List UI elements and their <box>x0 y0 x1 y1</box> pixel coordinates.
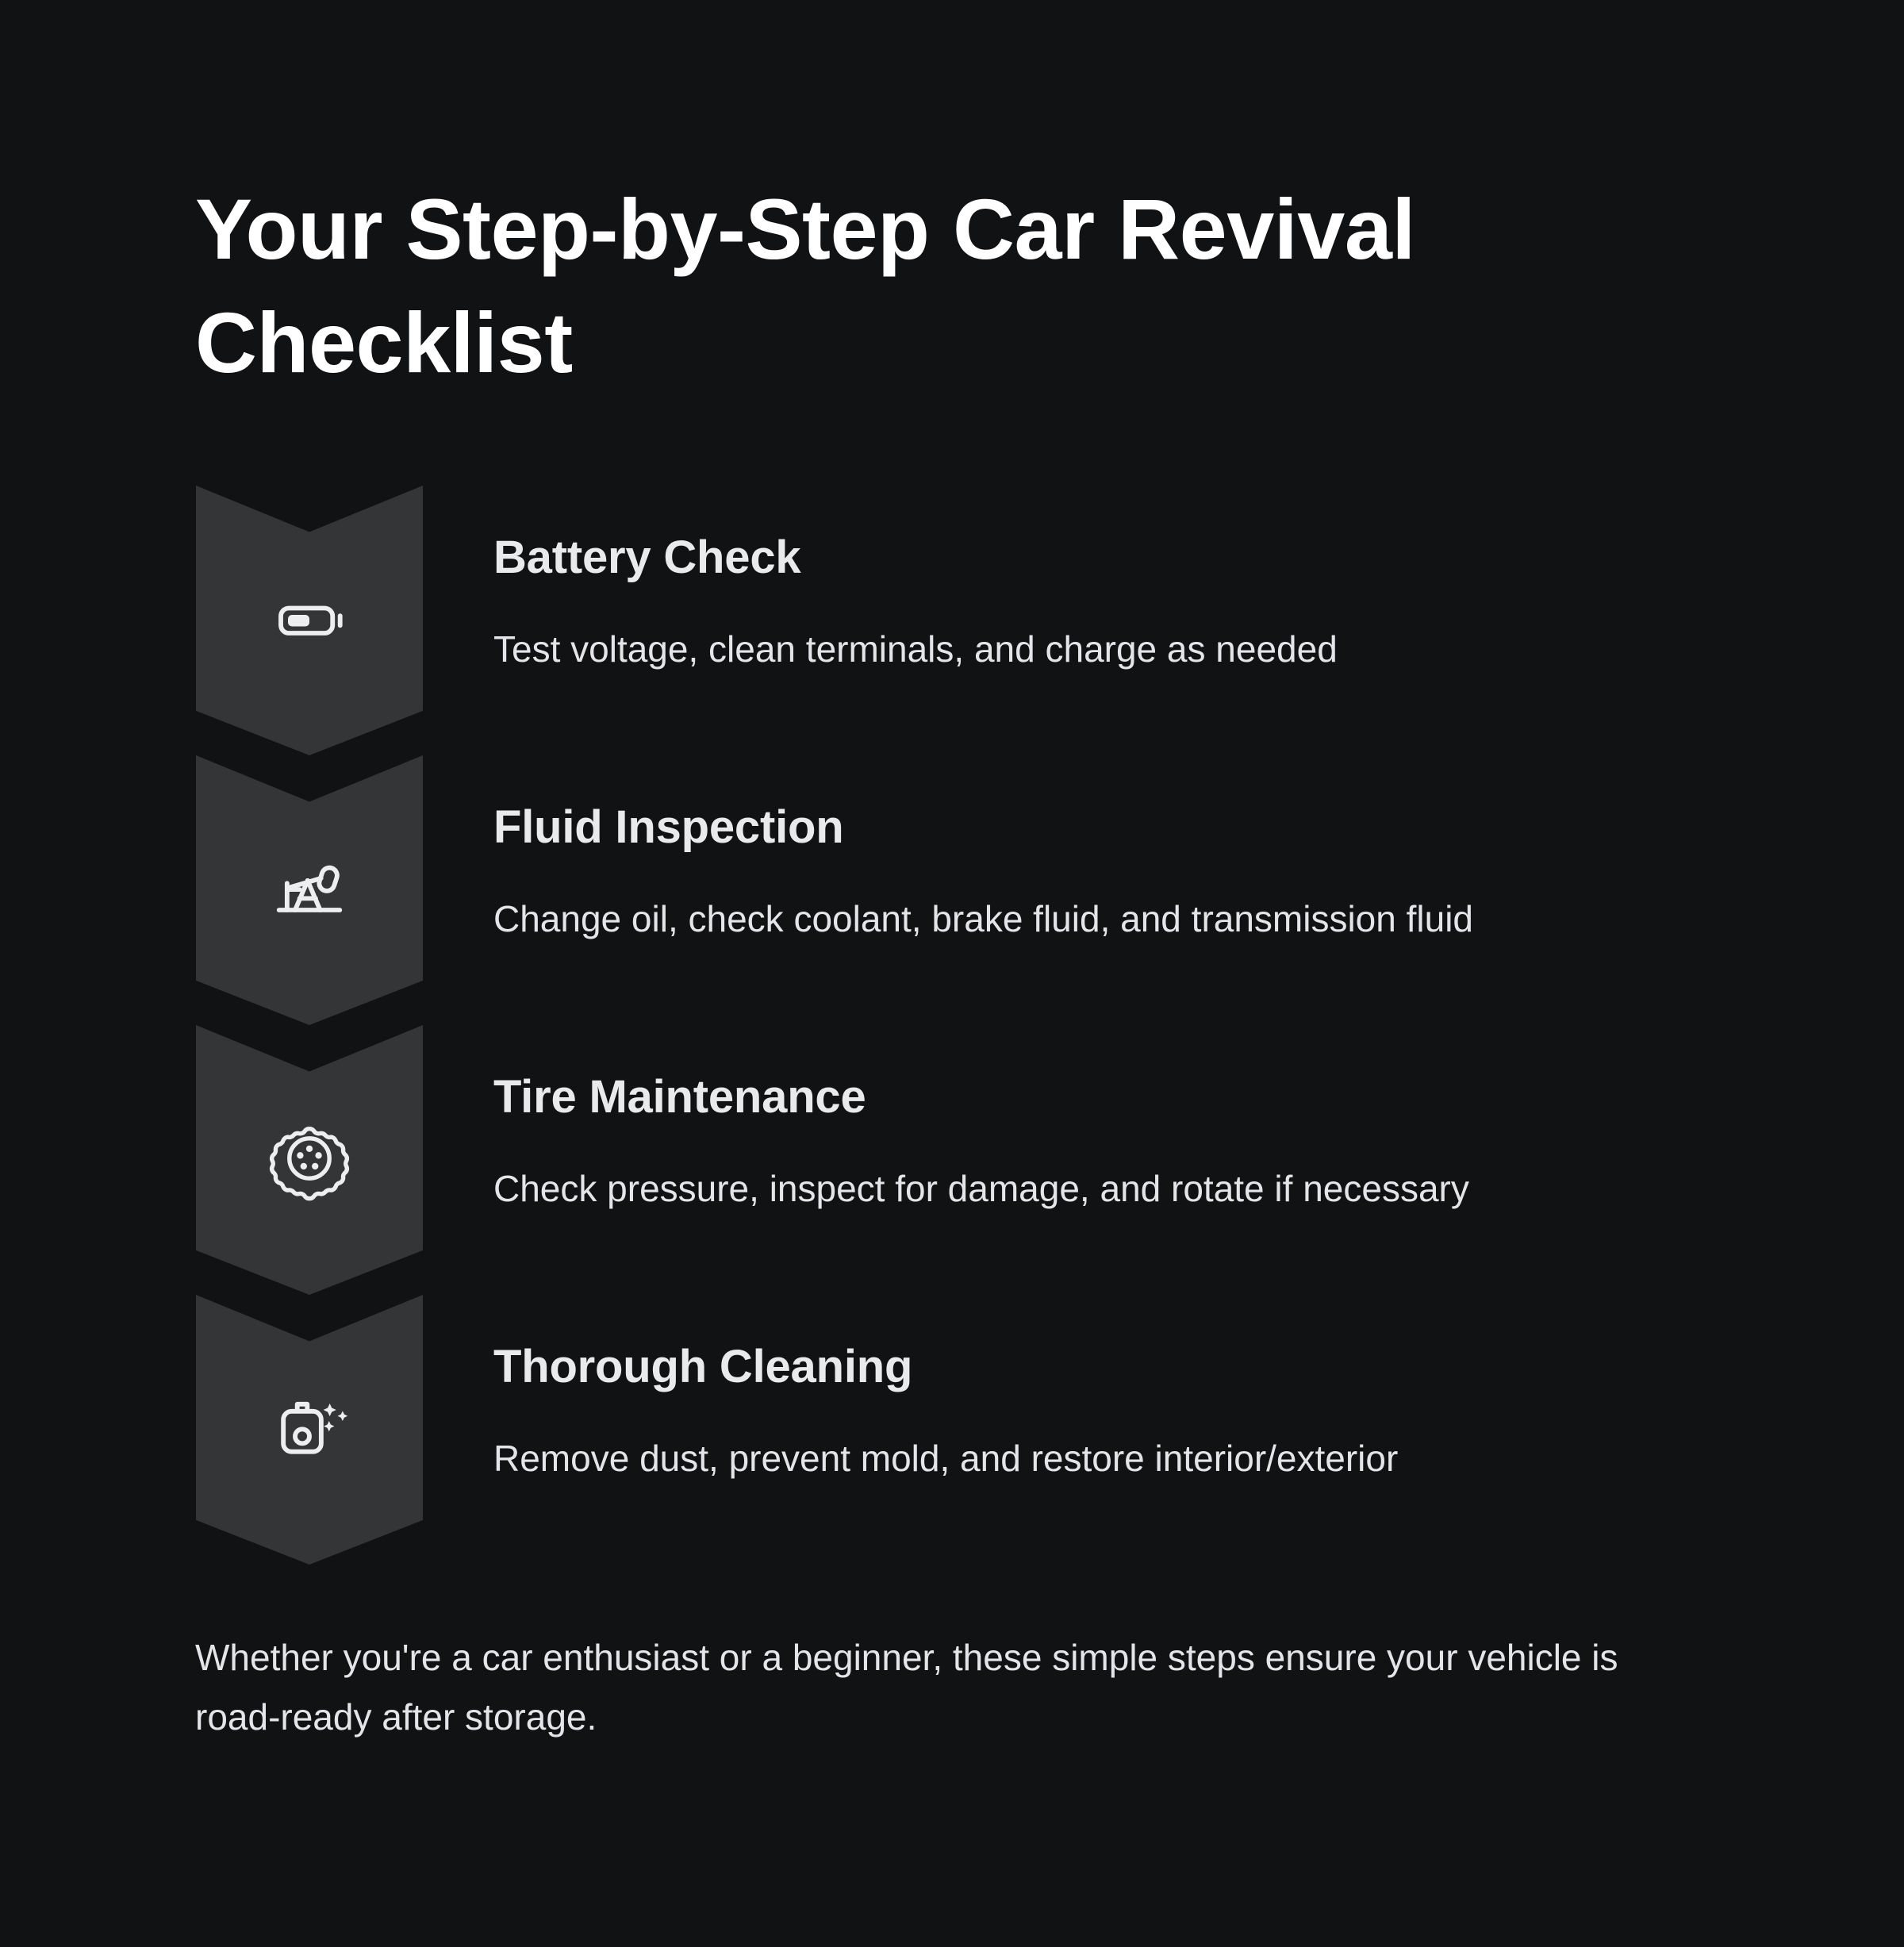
step-badge-battery <box>196 486 423 755</box>
steps-list: Battery Check Test voltage, clean termin… <box>0 486 1904 1565</box>
step-text-fluid: Fluid Inspection Change oil, check coola… <box>493 755 1795 1025</box>
step-text-cleaning: Thorough Cleaning Remove dust, prevent m… <box>493 1295 1795 1565</box>
list-item: Battery Check Test voltage, clean termin… <box>0 486 1904 755</box>
step-description: Remove dust, prevent mold, and restore i… <box>493 1438 1399 1479</box>
footer-note: Whether you're a car enthusiast or a beg… <box>195 1637 1618 1738</box>
tire-icon <box>267 1116 352 1201</box>
step-description: Check pressure, inspect for damage, and … <box>493 1168 1469 1209</box>
step-badge-cleaning <box>196 1295 423 1565</box>
list-item: Fluid Inspection Change oil, check coola… <box>0 755 1904 1025</box>
step-title: Fluid Inspection <box>493 801 844 853</box>
page-title: Your Step-by-Step Car Revival Checklist <box>195 181 1415 390</box>
step-badge-fluid <box>196 755 423 1025</box>
step-text-battery: Battery Check Test voltage, clean termin… <box>493 486 1795 755</box>
battery-icon <box>267 576 352 662</box>
list-item: Tire Maintenance Check pressure, inspect… <box>0 1025 1904 1295</box>
step-title: Battery Check <box>493 532 801 583</box>
oil-pumpjack-icon <box>267 846 352 931</box>
step-description: Test voltage, clean terminals, and charg… <box>493 628 1338 670</box>
step-description: Change oil, check coolant, brake fluid, … <box>493 898 1474 939</box>
step-title: Thorough Cleaning <box>493 1341 913 1392</box>
step-title: Tire Maintenance <box>493 1071 866 1123</box>
step-badge-tire <box>196 1025 423 1295</box>
spray-bottle-sparkle-icon <box>267 1385 352 1471</box>
step-text-tire: Tire Maintenance Check pressure, inspect… <box>493 1025 1795 1295</box>
list-item: Thorough Cleaning Remove dust, prevent m… <box>0 1295 1904 1565</box>
